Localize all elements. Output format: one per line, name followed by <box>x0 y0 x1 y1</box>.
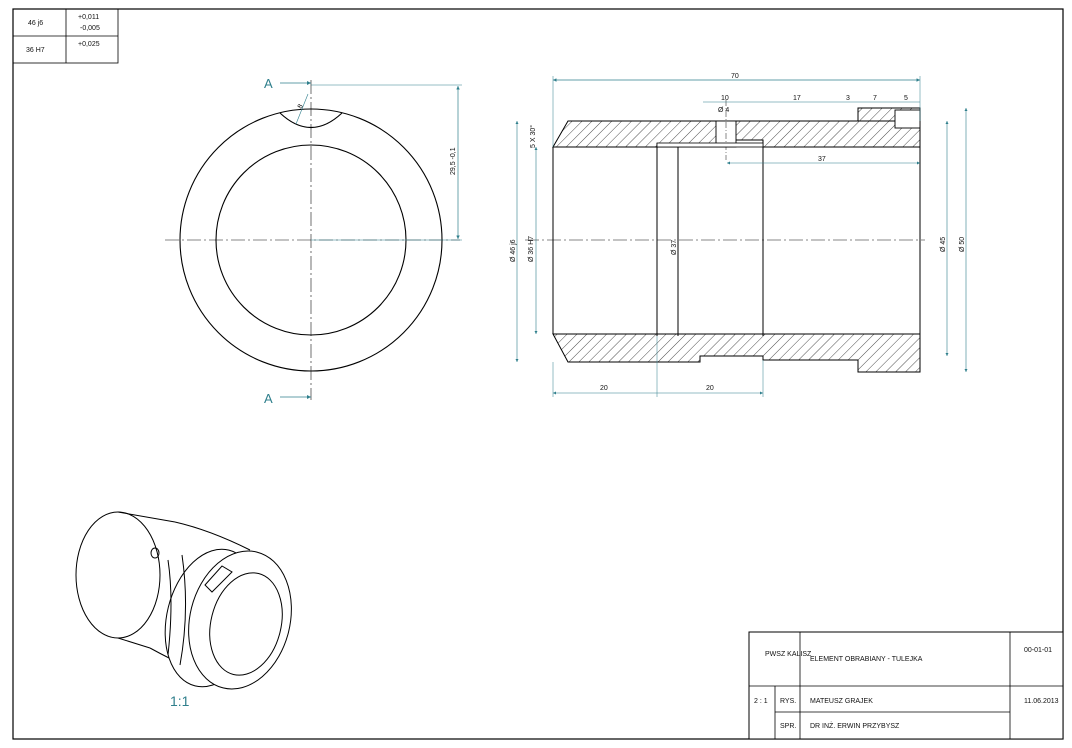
outer-diameter-dim: Ø 46 j6 <box>510 239 517 262</box>
drawing-date: 11.06.2013 <box>1024 698 1059 705</box>
drawing-scale: 2 : 1 <box>754 698 768 705</box>
step-diameter-2-dim: Ø 50 <box>959 237 966 252</box>
tolerance-table: 46 j6 +0,011 -0,005 36 H7 +0,025 <box>12 8 119 64</box>
section-view: 70 10 17 3 7 5 Ø 4 37 5 X 30° Ø 46 j6 Ø … <box>510 73 968 397</box>
chamfer-dim: 5 X 30° <box>529 125 537 148</box>
slot-dimension: 8 <box>297 103 305 110</box>
top-dim-5: 5 <box>904 95 908 102</box>
drawing-number: 00-01-01 <box>1024 647 1052 654</box>
top-dim-7: 7 <box>873 95 877 102</box>
bore-diameter-dim: Ø 36 H7 <box>528 236 535 262</box>
tolerance-upper-1: +0,011 <box>78 14 99 21</box>
tolerance-upper-2: +0,025 <box>78 41 100 48</box>
checked-by: DR INŻ. ERWIN PRZYBYSZ <box>810 721 900 730</box>
isometric-view <box>75 511 292 690</box>
top-dim-3: 3 <box>846 95 850 102</box>
hole-diameter-dim: Ø 4 <box>718 107 729 114</box>
school-name: PWSZ KALISZ <box>765 651 812 658</box>
bottom-dim-2: 20 <box>706 385 714 392</box>
iso-scale-label: 1:1 <box>170 693 190 709</box>
top-dim-17: 17 <box>793 95 801 102</box>
bottom-dim-1: 20 <box>600 385 608 392</box>
sheet-frame <box>12 8 1064 740</box>
section-mark-bottom: A <box>264 391 273 406</box>
checked-label: SPR. <box>780 723 796 730</box>
front-view: A A 8 29,5 -0,1 <box>165 76 462 406</box>
hole-offset-dim: 37 <box>818 156 826 163</box>
tolerance-fit-2: 36 H7 <box>26 47 45 54</box>
drawing-title: ELEMENT OBRABIANY - TULEJKA <box>810 656 923 663</box>
drawn-by: MATEUSZ GRAJEK <box>810 698 873 705</box>
keyway-slot <box>279 112 343 128</box>
overall-length-dim: 70 <box>731 73 739 80</box>
tolerance-fit-1: 46 j6 <box>28 20 43 27</box>
height-dimension: 29,5 -0,1 <box>450 147 457 175</box>
drawn-label: RYS. <box>780 698 796 705</box>
title-block: PWSZ KALISZ ELEMENT OBRABIANY - TULEJKA … <box>748 631 1064 740</box>
groove-diameter-dim: Ø 37 <box>671 240 678 255</box>
top-dim-10: 10 <box>721 95 729 102</box>
section-mark-top: A <box>264 76 273 91</box>
step-diameter-1-dim: Ø 45 <box>940 237 947 252</box>
tolerance-lower-1: -0,005 <box>80 25 100 32</box>
